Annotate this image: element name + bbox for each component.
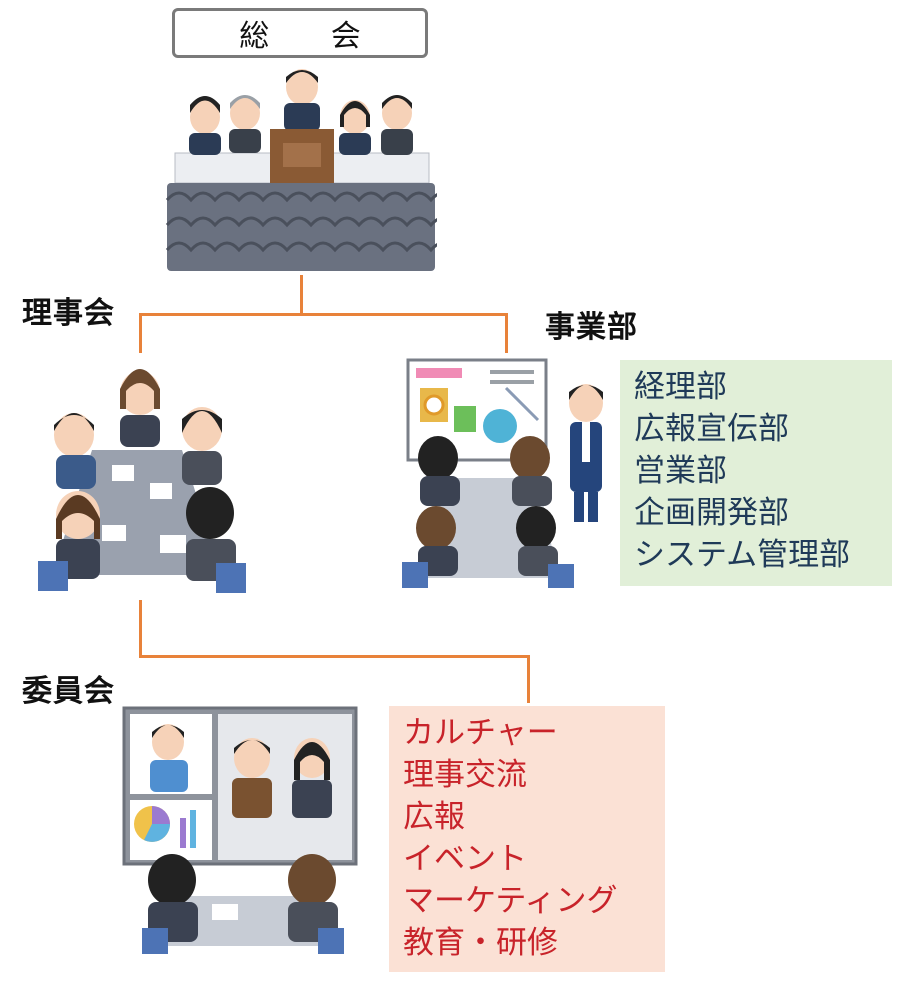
general-assembly-title: 総 会 <box>172 8 428 58</box>
person-5 <box>381 95 413 155</box>
committee-list: カルチャー 理事交流 広報 イベント マーケティング 教育・研修 <box>389 706 665 972</box>
board-heading: 理事会 <box>22 296 115 331</box>
connector-top-horizontal <box>139 313 508 316</box>
committee-item: 教育・研修 <box>403 925 558 961</box>
speaker <box>270 69 334 187</box>
person-1 <box>189 96 221 155</box>
dept-item: システム管理部 <box>634 537 851 573</box>
connector-assembly-down <box>300 275 303 315</box>
person-4 <box>339 100 371 155</box>
business-dept-heading: 事業部 <box>545 310 638 345</box>
dept-item: 経理部 <box>634 369 727 405</box>
board-meeting-illustration <box>38 369 246 593</box>
business-dept-illustration <box>402 358 603 588</box>
committee-item: 広報 <box>403 799 465 835</box>
business-dept-list: 経理部 広報宣伝部 営業部 企画開発部 システム管理部 <box>620 360 892 586</box>
committee-item: イベント <box>403 841 527 877</box>
dept-item: 企画開発部 <box>634 495 789 531</box>
connector-committee-drop <box>527 655 530 703</box>
committee-illustration <box>122 706 358 954</box>
general-assembly-illustration <box>165 69 437 271</box>
committee-item: マーケティング <box>403 883 618 919</box>
committee-heading: 委員会 <box>22 674 115 709</box>
dept-item: 広報宣伝部 <box>634 411 789 447</box>
connector-board-down <box>139 600 142 658</box>
connector-committee-horizontal <box>139 655 530 658</box>
connector-business-drop <box>505 313 508 353</box>
dept-item: 営業部 <box>634 453 727 489</box>
connector-board-drop <box>139 313 142 353</box>
committee-item: 理事交流 <box>403 757 527 793</box>
person-2 <box>229 95 261 153</box>
committee-item: カルチャー <box>403 715 558 751</box>
